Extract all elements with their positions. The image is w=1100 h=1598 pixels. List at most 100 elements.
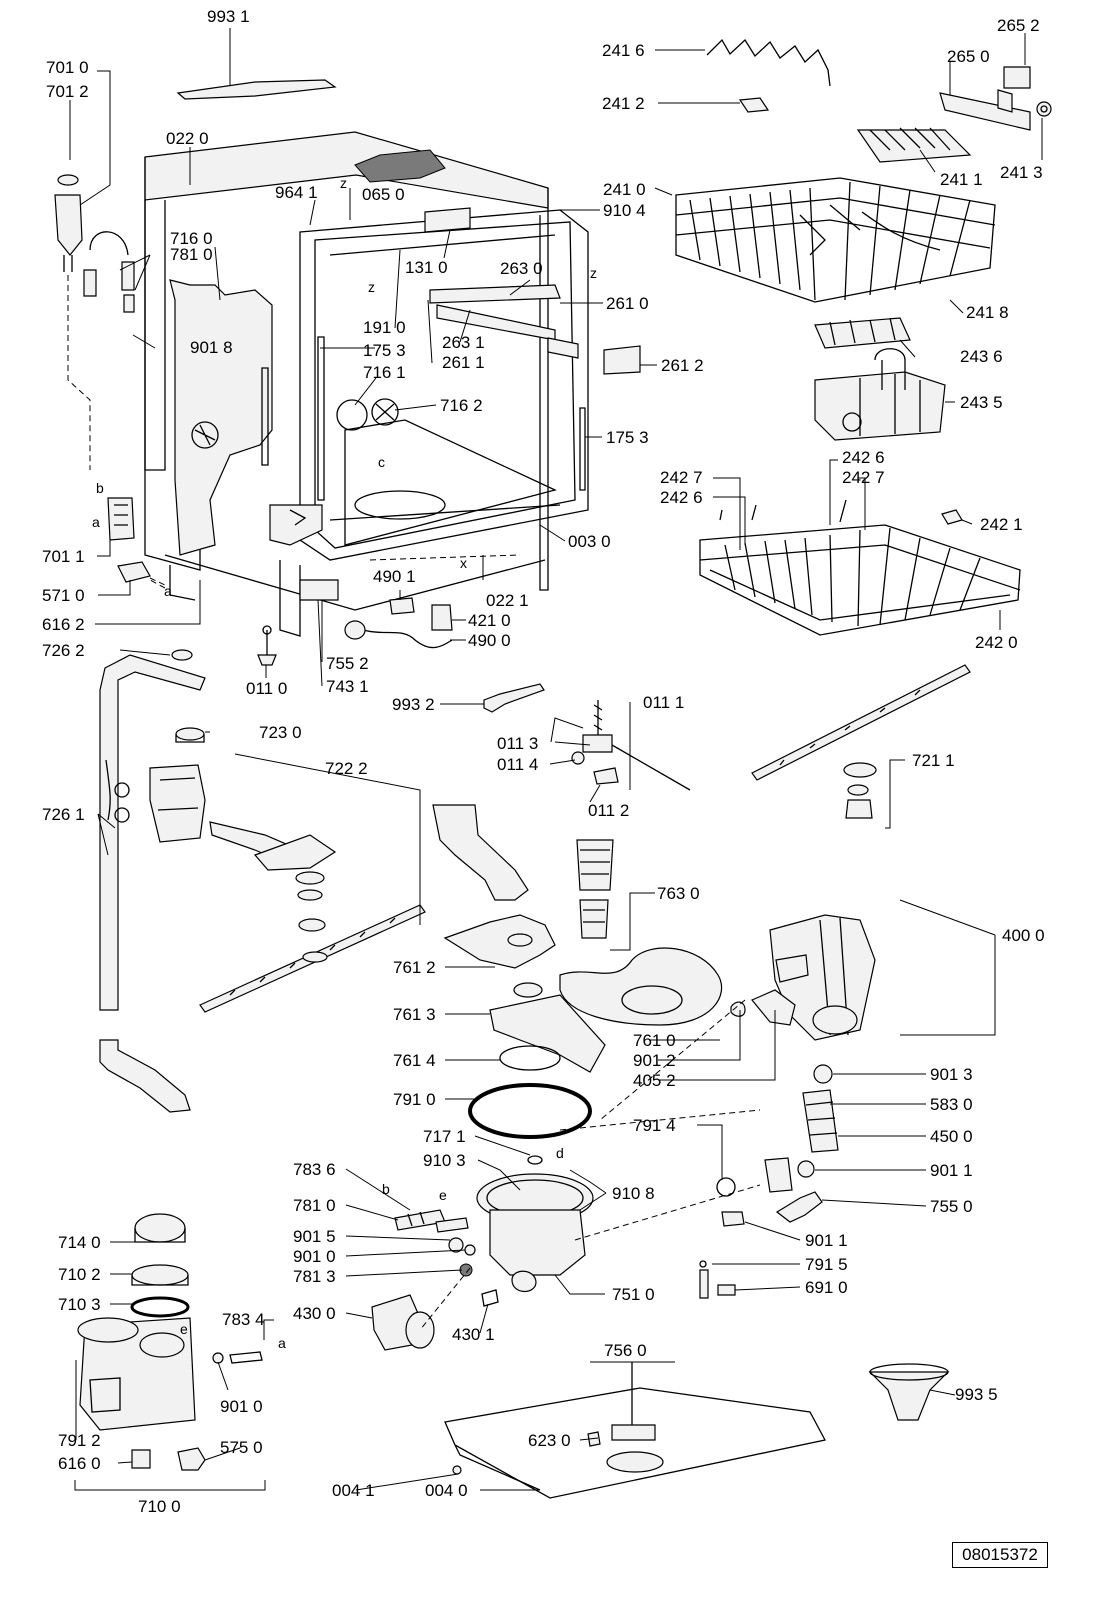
label-241-6: 241 6 — [602, 41, 645, 60]
label-901-2: 901 2 — [633, 1051, 676, 1070]
rails-and-vents — [261, 284, 641, 501]
label-243-6: 243 6 — [960, 347, 1003, 366]
label-743-1: 743 1 — [326, 677, 369, 696]
label-701-0: 701 0 — [46, 58, 89, 77]
cabinet-frame — [144, 131, 549, 637]
letter-b-sump: b — [382, 1181, 390, 1197]
label-761-4: 761 4 — [393, 1051, 436, 1070]
label-910-3: 910 3 — [423, 1151, 466, 1170]
wrench-993-2 — [483, 683, 545, 713]
label-011-0: 011 0 — [246, 679, 287, 698]
label-241-0: 241 0 — [603, 180, 646, 199]
label-691-0: 691 0 — [805, 1278, 848, 1297]
label-022-0: 022 0 — [166, 129, 209, 148]
lower-basket-242 — [699, 499, 1021, 636]
cup-rack-241-1 — [856, 127, 972, 163]
label-022-1: 022 1 — [486, 591, 529, 610]
label-781-0: 781 0 — [170, 245, 213, 264]
label-791-5: 791 5 — [805, 1255, 848, 1274]
label-575-0: 575 0 — [220, 1438, 263, 1457]
label-714-0: 714 0 — [58, 1233, 101, 1252]
label-261-1: 261 1 — [442, 353, 485, 372]
side-panel-left — [169, 279, 273, 556]
letter-b-top: b — [96, 480, 104, 496]
clip-701-1 — [107, 497, 135, 541]
clip-241-2 — [738, 97, 770, 113]
label-726-2: 726 2 — [42, 641, 85, 660]
float-switch-571 — [117, 561, 166, 586]
label-710-0: 710 0 — [138, 1497, 181, 1516]
leg-screw-011 — [571, 700, 691, 791]
drawing-code: 08015372 — [952, 1542, 1048, 1568]
letter-a-float: a — [164, 583, 172, 599]
inlet-valve-701 — [54, 174, 135, 470]
label-131-0: 131 0 — [405, 258, 448, 277]
label-901-8: 901 8 — [190, 338, 233, 357]
label-261-0: 261 0 — [606, 294, 649, 313]
label-265-0: 265 0 — [947, 47, 990, 66]
water-duct-761 — [432, 804, 606, 1073]
label-763-0: 763 0 — [657, 884, 700, 903]
base-plate-004 — [444, 1362, 826, 1499]
label-721-1: 721 1 — [912, 751, 955, 770]
label-583-0: 583 0 — [930, 1095, 973, 1114]
label-755-0: 755 0 — [930, 1197, 973, 1216]
label-910-8: 910 8 — [612, 1184, 655, 1203]
label-400-0: 400 0 — [1002, 926, 1045, 945]
foot-011-0 — [257, 625, 277, 666]
label-761-3: 761 3 — [393, 1005, 436, 1024]
label-716-2: 716 2 — [440, 396, 483, 415]
label-791-4: 791 4 — [633, 1116, 676, 1135]
door-hinge-parts — [269, 504, 339, 601]
label-616-0: 616 0 — [58, 1454, 101, 1473]
pump-motor-400 — [730, 914, 876, 1041]
label-263-0: 263 0 — [500, 259, 543, 278]
label-701-2: 701 2 — [46, 82, 89, 101]
letter-c: c — [378, 454, 385, 470]
label-726-1: 726 1 — [42, 805, 85, 824]
label-901-1-lower: 901 1 — [805, 1231, 848, 1250]
label-243-5: 243 5 — [960, 393, 1003, 412]
label-241-1: 241 1 — [940, 170, 983, 189]
letter-z-right: z — [590, 265, 597, 281]
label-901-5: 901 5 — [293, 1227, 336, 1246]
label-791-2: 791 2 — [58, 1431, 101, 1450]
label-011-3: 011 3 — [497, 734, 538, 753]
label-242-6-left: 242 6 — [660, 488, 703, 507]
label-430-1: 430 1 — [452, 1325, 495, 1344]
letter-z-mid: z — [368, 279, 375, 295]
seal-ring-791-0 — [468, 1083, 592, 1139]
label-993-5: 993 5 — [955, 1385, 998, 1404]
label-571-0: 571 0 — [42, 586, 85, 605]
label-265-2: 265 2 — [997, 16, 1040, 35]
label-011-1: 011 1 — [643, 693, 684, 712]
label-964-1: 964 1 — [275, 183, 318, 202]
label-241-2: 241 2 — [602, 94, 645, 113]
label-175-3-left: 175 3 — [363, 341, 406, 360]
microfilter-761-0 — [559, 947, 723, 1026]
label-722-2: 722 2 — [325, 759, 368, 778]
label-490-1: 490 1 — [373, 567, 416, 586]
label-755-2: 755 2 — [326, 654, 369, 673]
label-242-1: 242 1 — [980, 515, 1023, 534]
label-261-2: 261 2 — [661, 356, 704, 375]
top-strip-993-1 — [176, 79, 337, 100]
filter-763 — [576, 839, 614, 939]
label-716-1: 716 1 — [363, 363, 406, 382]
drain-pump-430 — [371, 1289, 499, 1351]
label-910-4: 910 4 — [603, 201, 646, 220]
label-004-1: 004 1 — [332, 1481, 375, 1500]
label-065-0: 065 0 — [362, 185, 405, 204]
label-901-3: 901 3 — [930, 1065, 973, 1084]
softener-710 — [77, 1213, 263, 1471]
label-263-1: 263 1 — [442, 333, 485, 352]
letter-d: d — [556, 1145, 564, 1161]
cutlery-basket-243 — [814, 317, 946, 441]
label-783-4: 783 4 — [222, 1310, 265, 1329]
sensor-691 — [699, 1260, 736, 1299]
connection-letters: b a a z z z c x d e b e a — [92, 175, 597, 1351]
letter-e-softener: e — [180, 1321, 188, 1337]
sump-751 — [394, 1155, 594, 1293]
feed-pipe-726 — [99, 649, 206, 1113]
